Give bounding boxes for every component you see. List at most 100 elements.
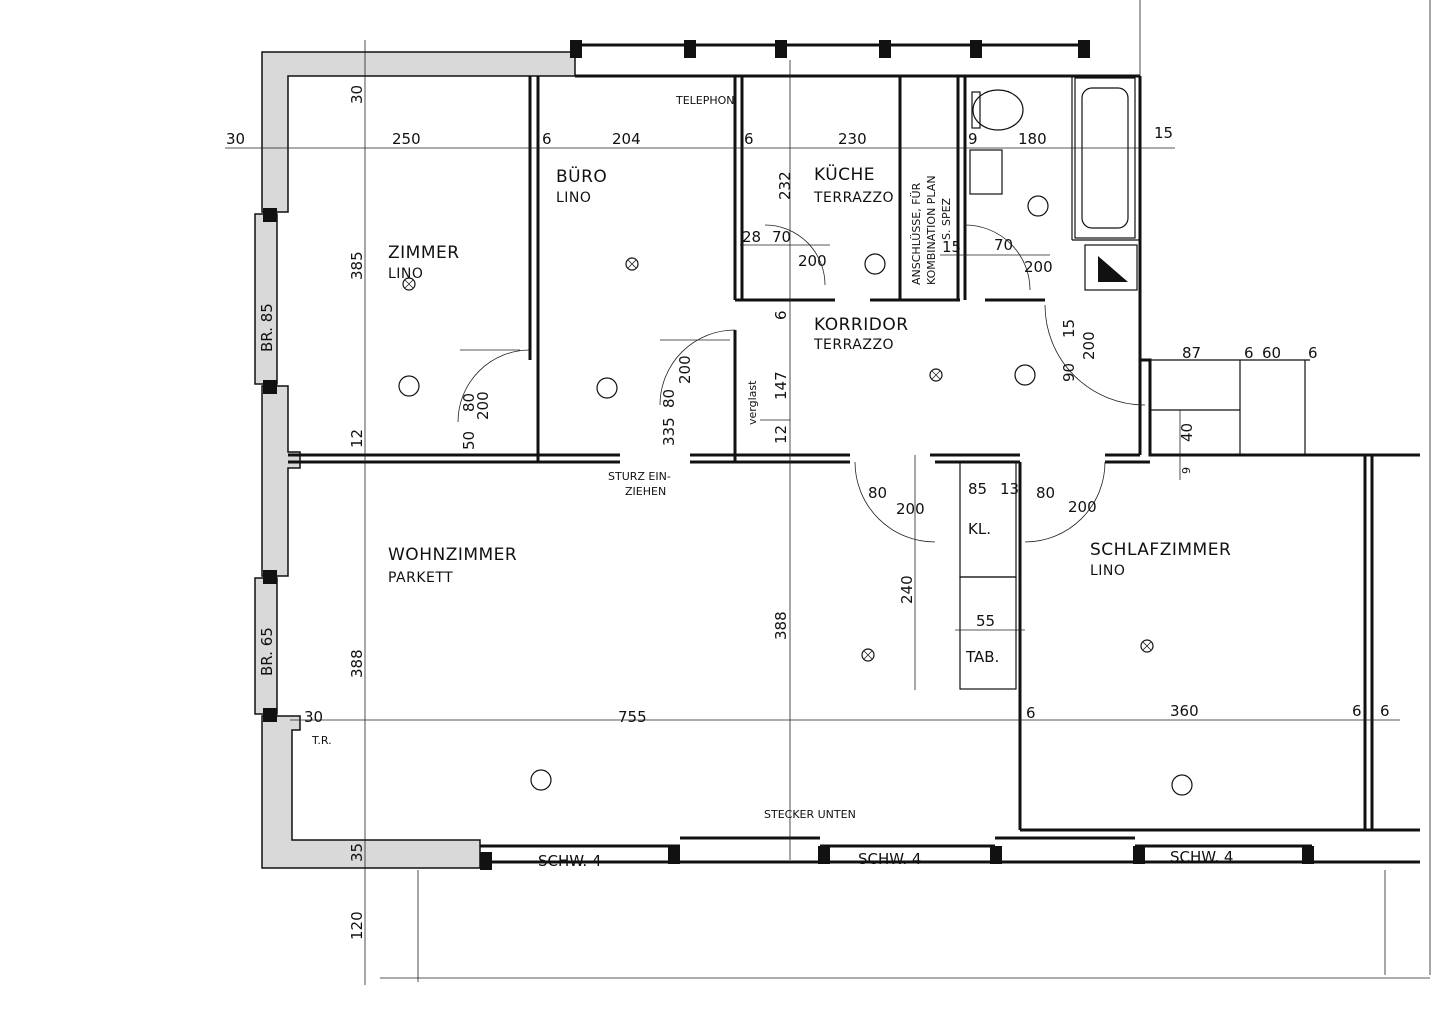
room-floor: LINO xyxy=(556,190,591,206)
dim-label: 200 xyxy=(896,500,925,518)
dim-label: 6 xyxy=(772,310,790,320)
outer-walls xyxy=(254,40,1420,870)
room-floor: LINO xyxy=(1090,563,1125,579)
dim-label: 200 xyxy=(1080,331,1098,360)
dim-label: 6 xyxy=(542,130,552,148)
dim-label: 12 xyxy=(772,425,790,444)
room-zimmer: ZIMMER LINO xyxy=(388,243,460,282)
dim-label: 12 xyxy=(348,429,366,448)
annotations: TELEPHON STURZ EIN- ZIEHEN STECKER UNTEN… xyxy=(258,94,1233,870)
note-sturz-2: ZIEHEN xyxy=(625,485,666,498)
dim-label: 388 xyxy=(348,649,366,678)
dim-label: 60 xyxy=(1262,344,1281,362)
room-kueche: KÜCHE TERRAZZO xyxy=(813,163,894,206)
dim-label: 230 xyxy=(838,130,867,148)
dim-label: 70 xyxy=(994,236,1013,254)
dim-label: 204 xyxy=(612,130,641,148)
dimension-lines xyxy=(225,0,1431,985)
room-floor: TERRAZZO xyxy=(813,190,894,206)
dim-label: 85 xyxy=(968,480,987,498)
dim-label: 6 xyxy=(1026,704,1036,722)
room-name: SCHLAFZIMMER xyxy=(1090,540,1231,560)
dim-label: 250 xyxy=(392,130,421,148)
note-telephon: TELEPHON xyxy=(675,94,735,107)
window-schw-1: SCHW. 4 xyxy=(538,852,601,870)
dim-label: 6 xyxy=(744,130,754,148)
dim-label: 9 xyxy=(968,130,978,148)
door-swings xyxy=(457,224,1310,543)
dim-label: 50 xyxy=(460,431,478,450)
note-anschluesse-1: ANSCHLÜSSE, FÜR xyxy=(910,182,923,285)
room-wohnzimmer: WOHNZIMMER PARKETT xyxy=(388,545,517,586)
dim-label: 87 xyxy=(1182,344,1201,362)
dim-label: 35 xyxy=(348,843,366,862)
room-floor: PARKETT xyxy=(388,570,453,586)
dimension-labels: 30 250 6 204 6 230 9 180 15 30 385 232 2… xyxy=(226,85,1390,940)
dim-label: 360 xyxy=(1170,702,1199,720)
dim-label: 30 xyxy=(348,85,366,104)
dim-label: 147 xyxy=(772,371,790,400)
note-tr: T.R. xyxy=(311,734,332,747)
dim-label: 6 xyxy=(1352,702,1362,720)
dim-label: 180 xyxy=(1018,130,1047,148)
room-name: KÜCHE xyxy=(814,163,875,185)
dim-label: 200 xyxy=(1024,258,1053,276)
note-anschluesse-3: S. SPEZ xyxy=(940,197,953,240)
dim-label: 9 xyxy=(1180,467,1193,474)
room-korridor: KORRIDOR TERRAZZO xyxy=(813,315,909,353)
interior-walls xyxy=(288,76,1150,830)
note-stecker: STECKER UNTEN xyxy=(764,808,856,821)
dim-label: 40 xyxy=(1178,423,1196,442)
light-marker xyxy=(625,257,639,271)
dim-label: 30 xyxy=(226,130,245,148)
light-marker xyxy=(402,277,416,291)
window-br85: BR. 85 xyxy=(258,303,276,352)
room-schlafzimmer: SCHLAFZIMMER LINO xyxy=(1090,540,1231,579)
light-marker xyxy=(861,648,875,662)
dim-label: 80 xyxy=(460,393,478,412)
dim-label: 80 xyxy=(868,484,887,502)
window-schw-2: SCHW. 4 xyxy=(858,850,921,868)
room-name: KORRIDOR xyxy=(814,315,909,335)
room-name: WOHNZIMMER xyxy=(388,545,517,565)
dim-label: 120 xyxy=(348,911,366,940)
closets xyxy=(955,461,1025,690)
dim-label: 80 xyxy=(1036,484,1055,502)
dim-label: 90 xyxy=(1060,363,1078,382)
light-marker xyxy=(1140,639,1154,653)
dim-label: 240 xyxy=(898,575,916,604)
dim-label: 388 xyxy=(772,611,790,640)
note-anschluesse-2: KOMBINATION PLAN xyxy=(925,175,938,285)
dim-label: 200 xyxy=(474,391,492,420)
dim-label: 13 xyxy=(1000,480,1019,498)
light-marker xyxy=(929,368,943,382)
dim-label: 15 xyxy=(1060,319,1078,338)
closet-tab: TAB. xyxy=(965,648,999,666)
ceiling-lights xyxy=(398,195,1193,796)
dim-label: 30 xyxy=(304,708,323,726)
dim-label: 28 xyxy=(742,228,761,246)
dim-label: 80 xyxy=(660,389,678,408)
dim-label: 15 xyxy=(1154,124,1173,142)
closet-kl: KL. xyxy=(968,520,991,538)
room-name: ZIMMER xyxy=(388,243,460,263)
dim-label: 70 xyxy=(772,228,791,246)
dim-label: 6 xyxy=(1308,344,1318,362)
dim-label: 15 xyxy=(942,238,961,256)
room-floor: LINO xyxy=(388,266,423,282)
window-br65: BR. 65 xyxy=(258,627,276,676)
room-floor: TERRAZZO xyxy=(813,337,894,353)
dim-label: 200 xyxy=(798,252,827,270)
room-buero: BÜRO LINO xyxy=(556,165,607,206)
window-schw-3: SCHW. 4 xyxy=(1170,848,1233,866)
dim-label: 6 xyxy=(1244,344,1254,362)
bathroom-fixtures xyxy=(969,77,1138,291)
dim-label: 200 xyxy=(1068,498,1097,516)
dim-label: 335 xyxy=(660,417,678,446)
note-sturz-1: STURZ EIN- xyxy=(608,470,671,483)
dim-label: 755 xyxy=(618,708,647,726)
dim-label: 55 xyxy=(976,612,995,630)
dim-label: 6 xyxy=(1380,702,1390,720)
dim-label: 385 xyxy=(348,251,366,280)
